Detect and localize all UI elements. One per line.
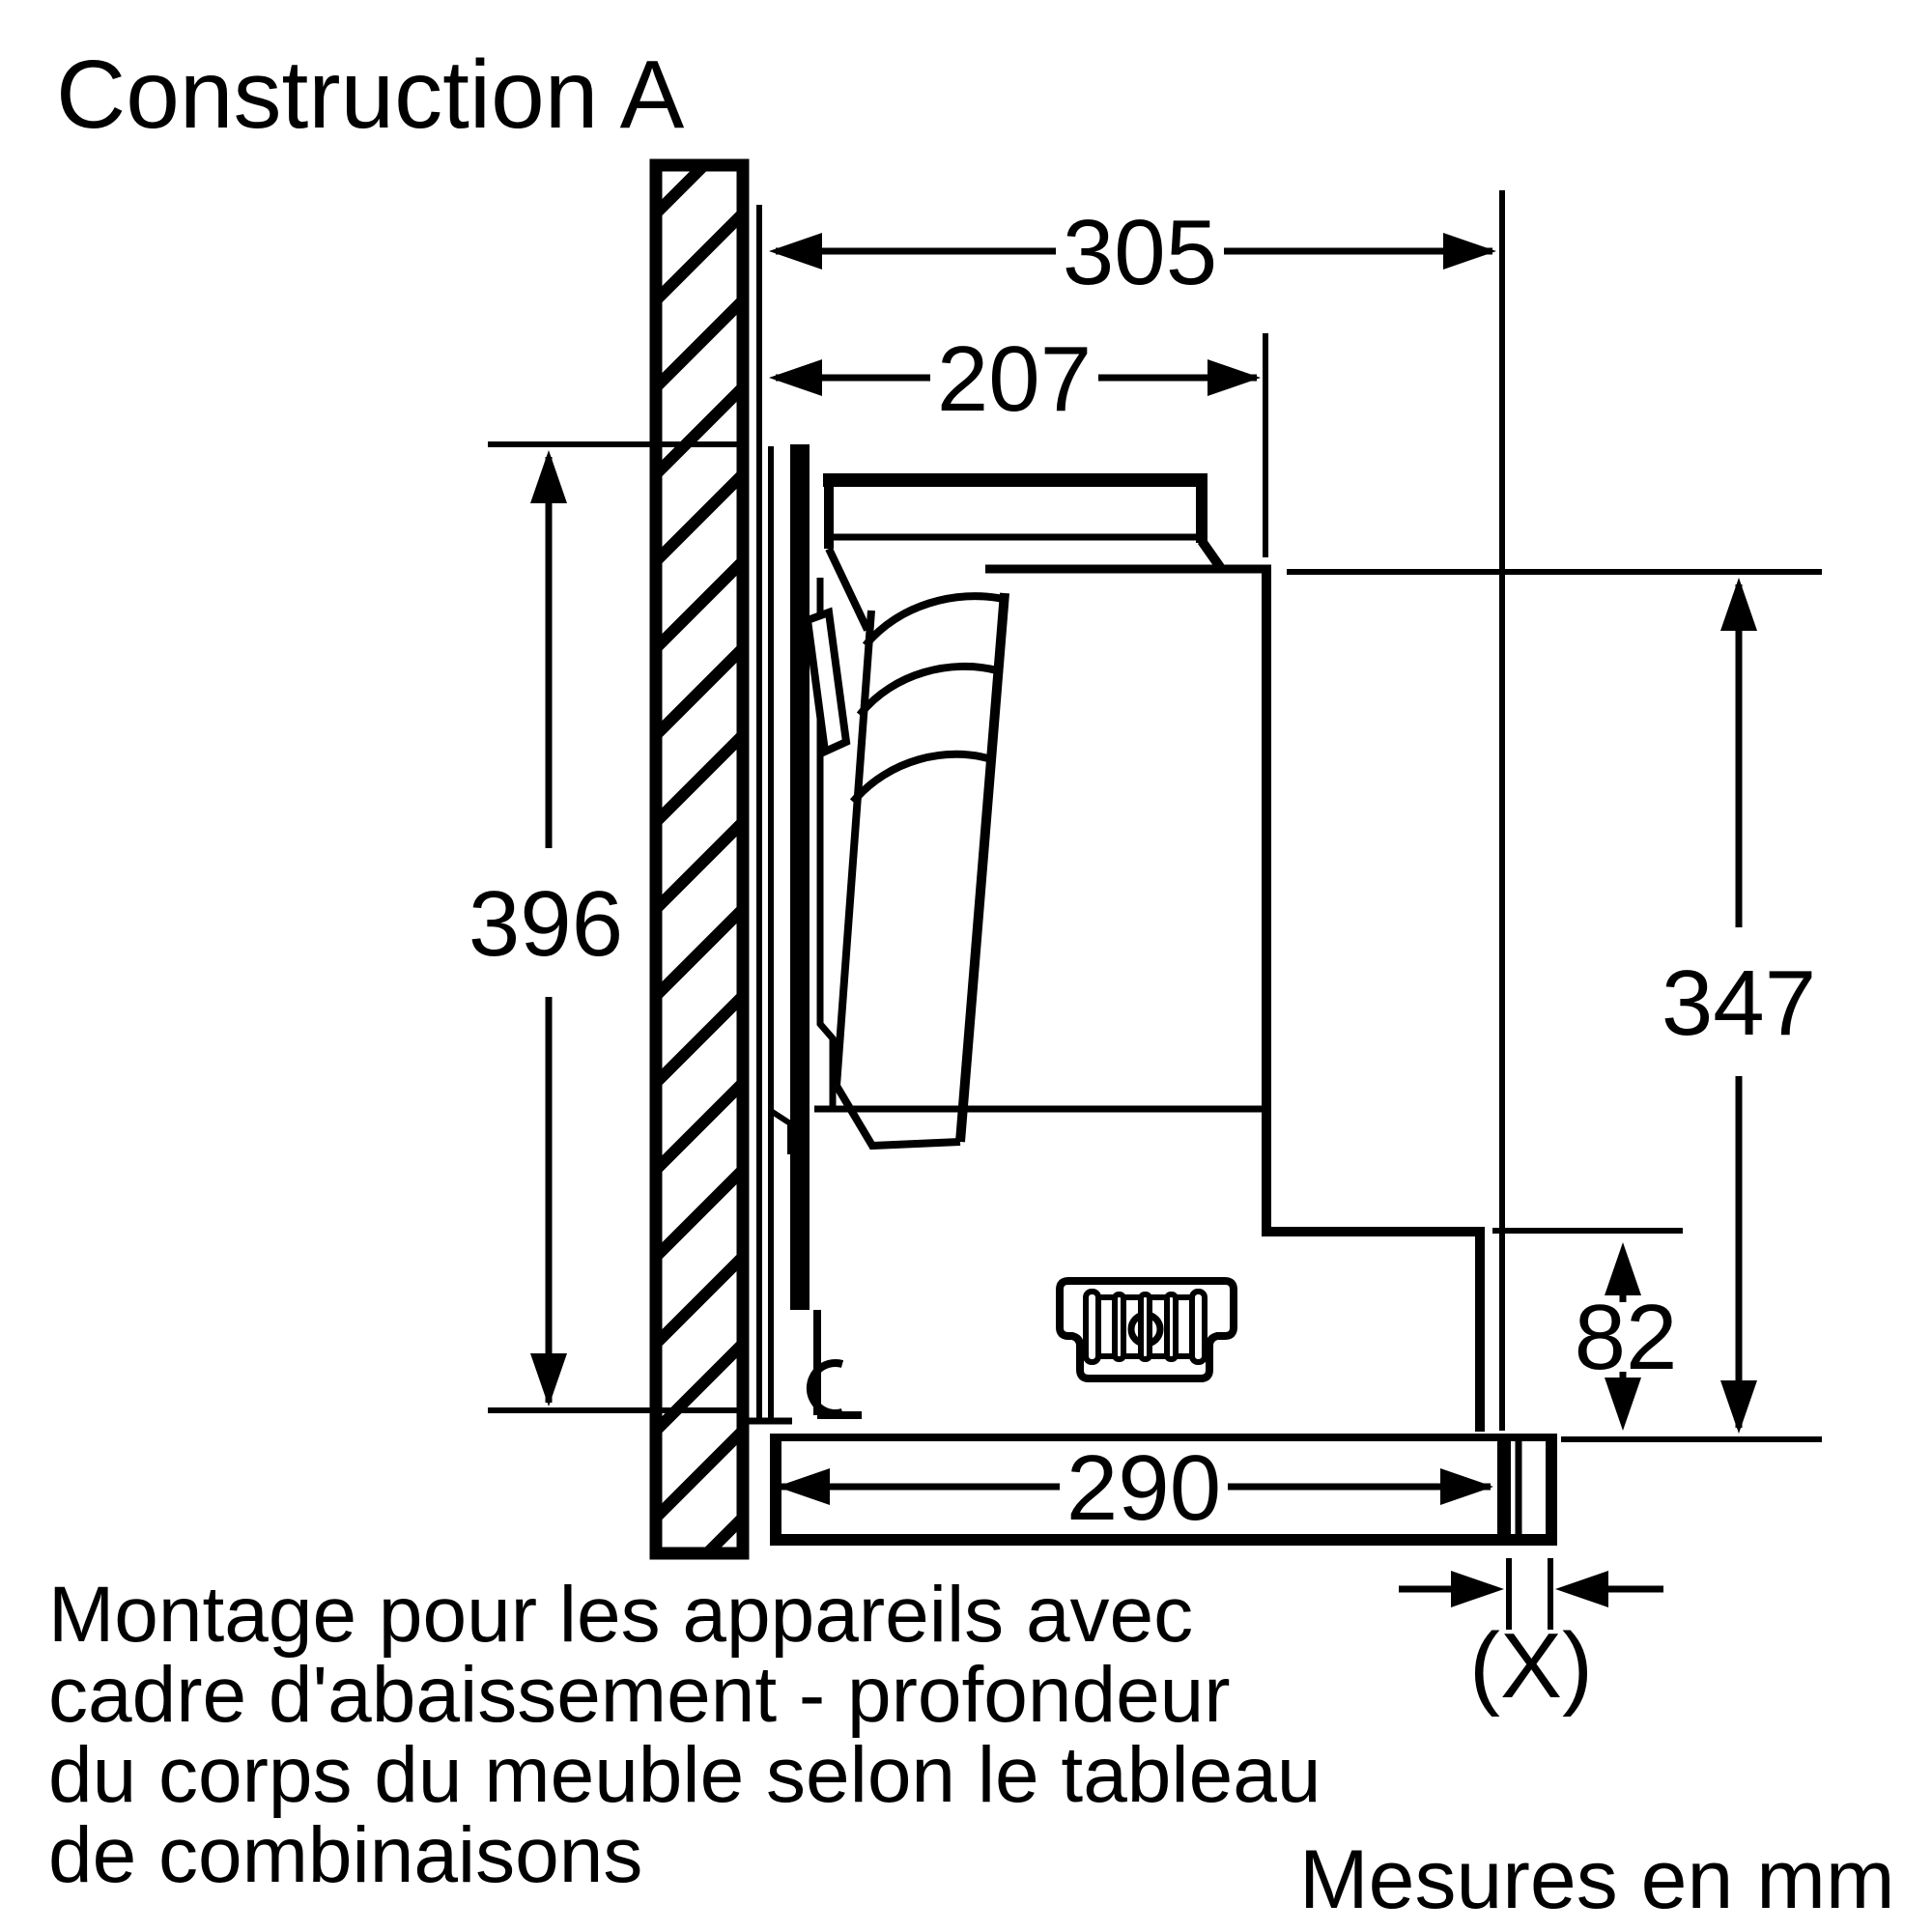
dimension-82 [1605, 1242, 1641, 1431]
lowering-frame [742, 205, 862, 1425]
flap-right-edge [955, 592, 1009, 1143]
flap-left-edge [833, 610, 875, 1087]
damper-assembly [1056, 1277, 1237, 1382]
damper-roller-5 [1189, 1289, 1208, 1365]
extension-lines [488, 190, 1822, 1442]
note-line-4: de combinaisons [48, 1811, 642, 1899]
dim-label-82: 82 [1575, 1286, 1678, 1389]
note-line-3: du corps du meuble selon le tableau [48, 1731, 1321, 1819]
arrowhead-down [530, 1353, 567, 1406]
arrowhead-left [777, 1468, 830, 1505]
dim-label-305: 305 [1063, 201, 1217, 304]
mounting-rail [790, 444, 810, 1310]
note-text: Montage pour les appareils avec cadre d'… [48, 1571, 1321, 1899]
collar-chamfer [1197, 538, 1225, 570]
dimension-207 [769, 359, 1261, 396]
damper-roller-4 [1164, 1292, 1179, 1362]
dim-label-207: 207 [937, 327, 1092, 431]
damper-roller-1 [1083, 1289, 1101, 1365]
arrowhead-left [769, 233, 822, 270]
wall-hatched-body [649, 158, 750, 1560]
dim-label-347: 347 [1662, 952, 1816, 1055]
dimension-gap-x [1399, 1558, 1663, 1630]
flap-rib-2 [856, 662, 998, 718]
dimension-396 [530, 450, 567, 1406]
flap-bottom-edge [833, 1083, 961, 1151]
hood-body [803, 473, 1485, 1432]
body-rear-inner-line [816, 578, 837, 1107]
dimension-305 [769, 233, 1496, 270]
dimension-290 [777, 1468, 1493, 1505]
flap-rib-1 [862, 592, 1004, 648]
arrowhead-up [1605, 1242, 1641, 1295]
page-title: Construction A [56, 41, 685, 149]
arrowhead-left [1555, 1571, 1608, 1607]
note-line-1: Montage pour les appareils avec [48, 1571, 1193, 1659]
dimension-347 [1720, 578, 1757, 1434]
damper-roller-2 [1112, 1292, 1126, 1362]
arrowhead-right [1443, 233, 1496, 270]
dim-label-290: 290 [1066, 1436, 1221, 1540]
arrowhead-right [1451, 1571, 1504, 1607]
arrowhead-up [1720, 578, 1757, 631]
damper-roller-3 [1138, 1292, 1152, 1362]
visor-strip [770, 1434, 1557, 1546]
units-label: Mesures en mm [1299, 1833, 1895, 1926]
arrowhead-right [1440, 1468, 1493, 1505]
dim-label-396: 396 [469, 872, 623, 976]
note-line-2: cadre d'abaissement - profondeur [48, 1651, 1231, 1739]
dim-label-x: (X) [1469, 1614, 1593, 1718]
flap-rib-3 [849, 750, 993, 805]
wall-section [649, 158, 750, 1560]
arrowhead-down [1720, 1380, 1757, 1434]
visor-front-bar [1497, 1434, 1511, 1546]
flap-pivot-bracket [803, 607, 851, 757]
arrowhead-right [1208, 359, 1261, 396]
arrowhead-left [769, 359, 822, 396]
flap-link-line [825, 547, 871, 632]
arrowhead-up [530, 450, 567, 503]
arrowhead-down [1605, 1378, 1641, 1431]
